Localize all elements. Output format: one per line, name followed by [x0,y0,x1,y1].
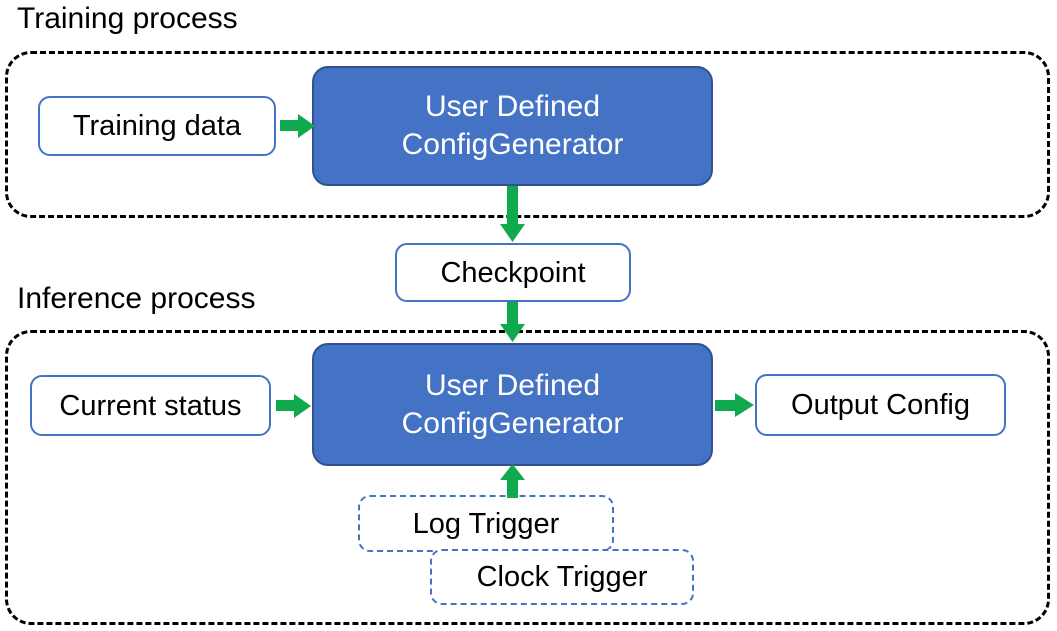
training-process-container [5,51,1050,218]
log-trigger-node[interactable]: Log Trigger [358,495,614,552]
clock-trigger-label: Clock Trigger [476,561,648,593]
training-generator-line-2: ConfigGenerator [401,128,624,161]
checkpoint-label: Checkpoint [440,256,586,289]
training-data-node[interactable]: Training data [38,96,276,156]
inference-generator-line-1: User Defined [424,368,601,402]
training-process-label: Training process [17,2,238,35]
checkpoint-node[interactable]: Checkpoint [395,243,631,302]
training-data-label: Training data [72,110,242,142]
output-config-node[interactable]: Output Config [755,374,1006,436]
inference-process-label: Inference process [17,282,256,315]
inference-process-container [5,330,1050,625]
log-trigger-label: Log Trigger [412,507,560,540]
output-config-label: Output Config [791,389,970,421]
inference-config-generator-node[interactable]: User Defined ConfigGenerator [312,343,713,466]
inference-generator-line-2: ConfigGenerator [401,406,624,440]
training-config-generator-node[interactable]: User Defined ConfigGenerator [312,66,713,186]
current-status-node[interactable]: Current status [30,375,271,436]
training-generator-line-1: User Defined [424,90,601,123]
current-status-label: Current status [59,389,242,422]
clock-trigger-node[interactable]: Clock Trigger [430,549,694,605]
